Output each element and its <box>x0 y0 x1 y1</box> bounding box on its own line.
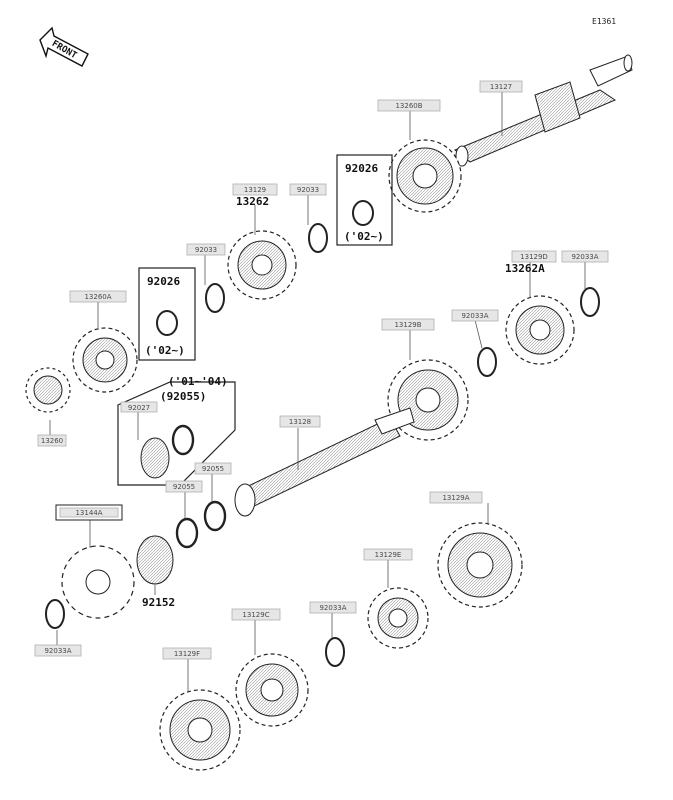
washer-92033a-mid <box>477 347 497 377</box>
label-92033a-left: 92033A <box>44 647 71 655</box>
frame-92026-top <box>336 154 393 246</box>
oring-92055-2 <box>203 500 227 532</box>
label-13129c: 13129C <box>242 611 269 619</box>
label-92027: 92027 <box>128 404 150 412</box>
label-13129f: 13129F <box>174 650 200 658</box>
gear-13129c <box>235 653 309 727</box>
label-01-04: ('01~'04) <box>168 375 228 388</box>
label-13129e: 13129E <box>375 551 402 559</box>
frame-92026-left <box>138 267 196 361</box>
oring-92055-1 <box>175 517 199 549</box>
label-13262a: 13262A <box>505 262 545 275</box>
circlip-92026-left <box>156 310 178 336</box>
label-13129d: 13129D <box>520 253 548 261</box>
input-shaft <box>234 407 415 517</box>
label-13128: 13128 <box>289 418 311 426</box>
label-92033a-center: 92033A <box>319 604 346 612</box>
gear-13129f <box>159 689 241 771</box>
label-13144a: 13144A <box>75 509 102 517</box>
output-shaft <box>454 54 633 167</box>
label-13260: 13260 <box>41 437 63 445</box>
gear-13129a <box>437 522 523 608</box>
label-92055-bracket: (92055) <box>160 390 206 403</box>
sprocket-13144a <box>61 545 135 619</box>
label-92033a-mid: 92033A <box>461 312 488 320</box>
leader-lines <box>49 92 586 692</box>
label-92152: 92152 <box>142 596 175 609</box>
label-02-left: ('02~) <box>145 344 185 357</box>
circlip-92033a-left <box>45 599 65 629</box>
washer-92033a-center <box>325 637 345 667</box>
label-92033a-right: 92033A <box>571 253 598 261</box>
front-arrow-icon: FRONT <box>39 26 89 67</box>
gear-13129 <box>227 230 297 300</box>
bearing-92152 <box>136 535 174 585</box>
washer-92033a-right <box>580 287 600 317</box>
label-92055-1: 92055 <box>202 465 224 473</box>
gear-13260a <box>72 327 138 393</box>
label-13262: 13262 <box>236 195 269 208</box>
label-13127: 13127 <box>490 83 512 91</box>
label-13129a: 13129A <box>442 494 469 502</box>
label-92055-2: 92055 <box>173 483 195 491</box>
part-labels: 13127 13260B 92026 ('02~) 92033 13129 13… <box>34 80 609 660</box>
diagram-ref-code: E1361 <box>592 17 616 26</box>
label-13260a: 13260A <box>84 293 111 301</box>
label-13260b: 13260B <box>395 102 422 110</box>
washer-92033-top <box>308 223 328 253</box>
gear-13129e <box>367 587 429 649</box>
gear-13129b <box>387 359 469 441</box>
oring-92055-box <box>171 424 195 456</box>
bearing-92027 <box>140 437 170 479</box>
label-02-top: ('02~) <box>344 230 384 243</box>
circlip-92026-top <box>352 200 374 226</box>
gear-13260 <box>25 367 71 413</box>
gear-13129d <box>505 295 575 365</box>
gear-13260b <box>388 139 462 213</box>
washer-92033-left <box>205 283 225 313</box>
label-92033-top: 92033 <box>297 186 319 194</box>
label-13129: 13129 <box>244 186 266 194</box>
frame-bearing-box <box>117 381 236 486</box>
label-92033-left: 92033 <box>195 246 217 254</box>
label-92026-left: 92026 <box>147 275 180 288</box>
label-13129b: 13129B <box>394 321 421 329</box>
label-92026-top: 92026 <box>345 162 378 175</box>
